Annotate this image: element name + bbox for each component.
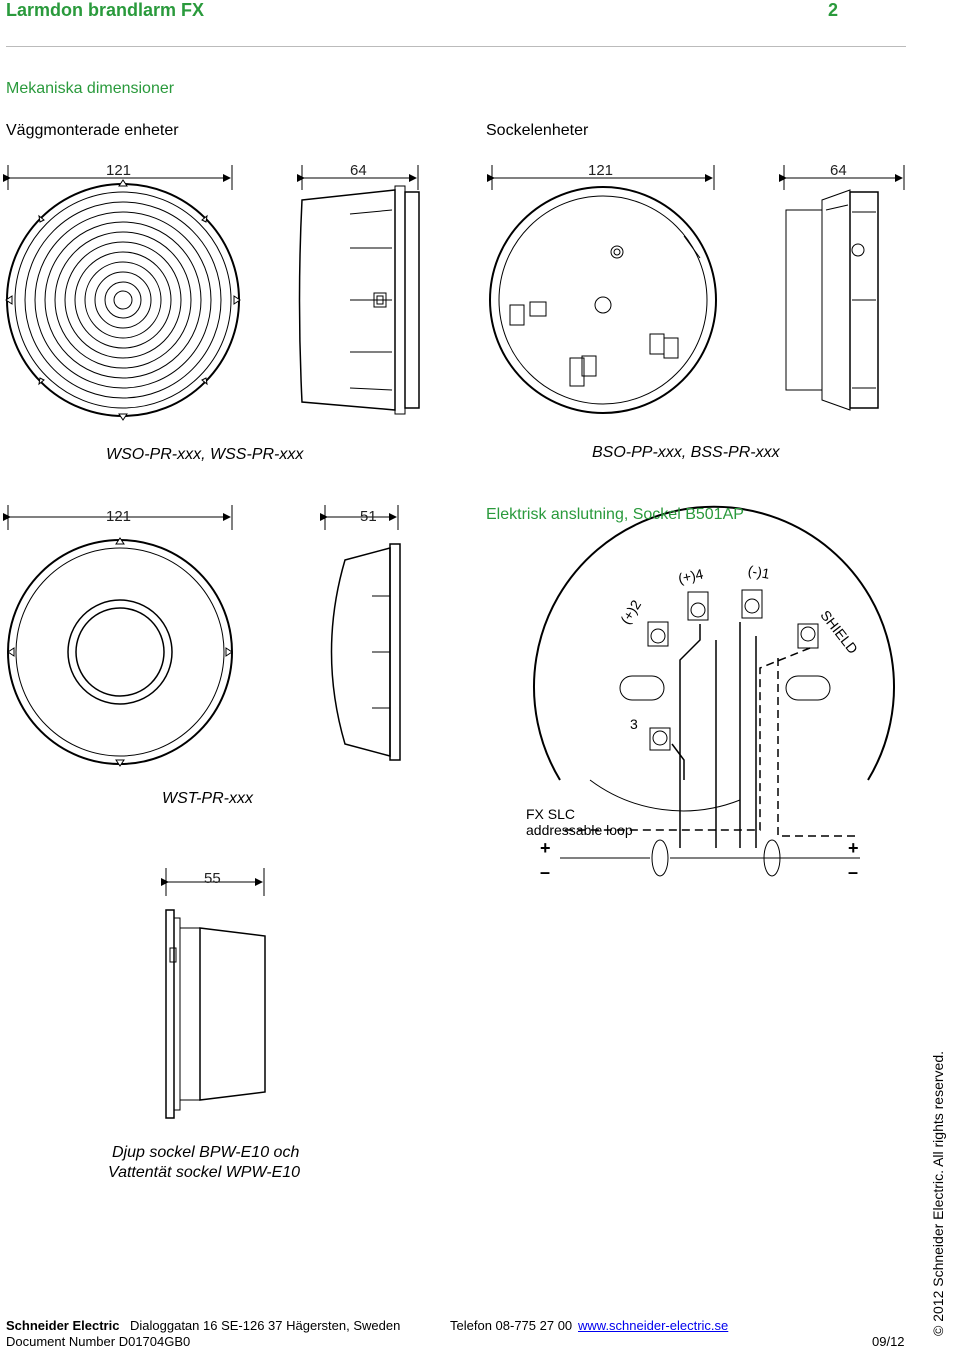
wst-unit-front-view — [7, 537, 233, 767]
caption-deep-base-line1: Djup sockel BPW-E10 och — [112, 1144, 300, 1161]
dim-wall-depth: 64 — [350, 162, 367, 179]
wall-unit-side-view — [298, 185, 420, 415]
dim-line-base-diameter — [487, 165, 715, 190]
dim-line-base-depth — [779, 165, 905, 190]
loop-plus-right: + — [848, 838, 859, 858]
caption-base-units: BSO-PP-xxx, BSS-PR-xxx — [592, 444, 780, 461]
dim-base-diameter: 121 — [588, 162, 614, 179]
dim-wst-diameter: 121 — [106, 508, 132, 525]
dim-line-wst-depth — [320, 505, 399, 530]
footer-document-number: Document Number D01704GB0 — [6, 1334, 191, 1349]
wst-unit-side-view — [330, 543, 401, 761]
dim-line-deep-base — [161, 868, 265, 896]
dim-line-wst-diameter — [3, 505, 233, 530]
section-heading: Mekaniska dimensioner — [6, 80, 175, 97]
loop-label-line1: FX SLC — [526, 806, 576, 822]
page-number: 2 — [828, 0, 839, 20]
caption-wall-units: WSO-PR-xxx, WSS-PR-xxx — [106, 446, 304, 463]
footer-date: 09/12 — [872, 1334, 905, 1349]
footer-address: Dialoggatan 16 SE-126 37 Hägersten, Swed… — [130, 1318, 401, 1333]
loop-label-line2: addressable loop — [526, 822, 633, 838]
deep-base-side-view — [165, 909, 266, 1119]
copyright-notice: © 2012 Schneider Electric. All rights re… — [930, 1050, 946, 1336]
footer-company: Schneider Electric — [6, 1318, 120, 1333]
dim-line-wall-depth — [297, 165, 419, 190]
caption-wst-unit: WST-PR-xxx — [162, 790, 253, 807]
wiring-heading: Elektrisk anslutning, Sockel B501AP — [486, 506, 744, 523]
dim-base-depth: 64 — [830, 162, 847, 179]
wiring-diagram-b501ap — [533, 505, 895, 877]
header-divider — [6, 46, 906, 47]
dim-wall-diameter: 121 — [106, 162, 132, 179]
document-title: Larmdon brandlarm FX — [6, 0, 205, 20]
wall-unit-front-view — [5, 179, 241, 421]
loop-minus-left: – — [540, 862, 551, 882]
dim-line-wall-diameter — [3, 165, 233, 190]
dim-deep-base: 55 — [204, 870, 221, 887]
dim-wst-depth: 51 — [360, 508, 377, 525]
terminal-block — [647, 589, 819, 751]
loop-plus-left: + — [540, 838, 551, 858]
left-subheading: Väggmonterade enheter — [6, 122, 179, 139]
footer-phone: Telefon 08-775 27 00 — [450, 1318, 573, 1333]
right-subheading: Sockelenheter — [486, 122, 589, 139]
caption-deep-base-line2: Vattentät sockel WPW-E10 — [108, 1164, 301, 1181]
base-front-view — [489, 186, 717, 414]
footer-website-link[interactable]: www.schneider-electric.se — [578, 1318, 729, 1333]
base-side-view — [785, 189, 879, 411]
terminal-3-label: 3 — [630, 716, 638, 732]
loop-minus-right: – — [848, 862, 859, 882]
